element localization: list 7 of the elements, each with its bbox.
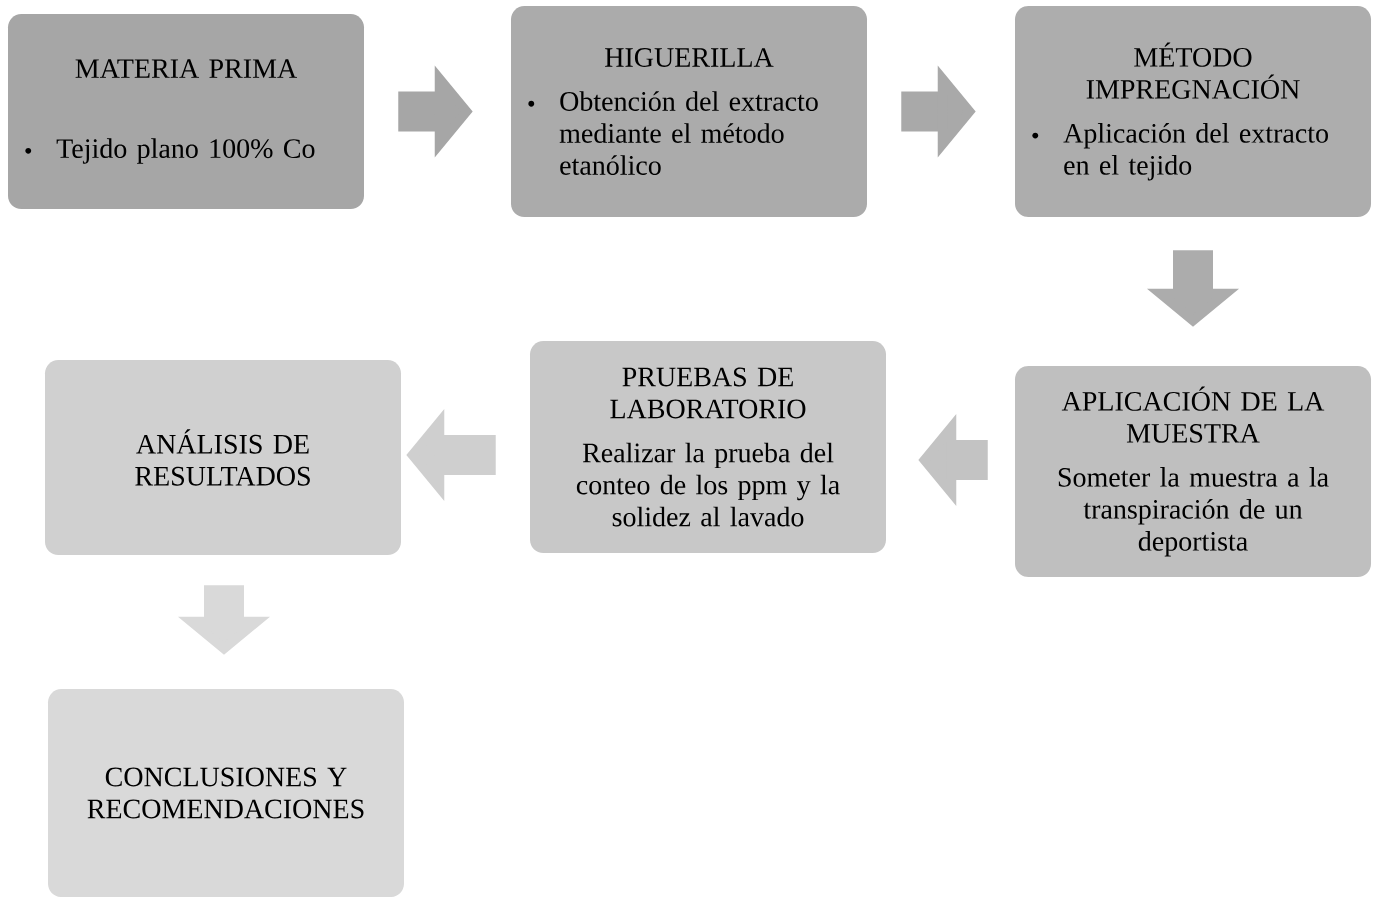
process-box: HIGUERILLA Obtención del extracto mediante el método etanólico: [511, 6, 867, 217]
process-box: ANÁLISIS DE RESULTADOS: [45, 360, 401, 555]
process-box: CONCLUSIONES Y RECOMENDACIONES: [48, 689, 404, 897]
process-box: PRUEBAS DE LABORATORIO Realizar la prueba del conteo de los ppm y la solidez al lavado: [530, 341, 886, 553]
process-box: MÉTODO IMPREGNACIÓN Aplicación del extracto en el tejido: [1015, 6, 1371, 217]
process-box: MATERIA PRIMA Tejido plano 100% Co: [8, 14, 364, 209]
process-box: APLICACIÓN DE LA MUESTRA Someter la muestra a la transpiración de un deportista: [1015, 366, 1371, 577]
